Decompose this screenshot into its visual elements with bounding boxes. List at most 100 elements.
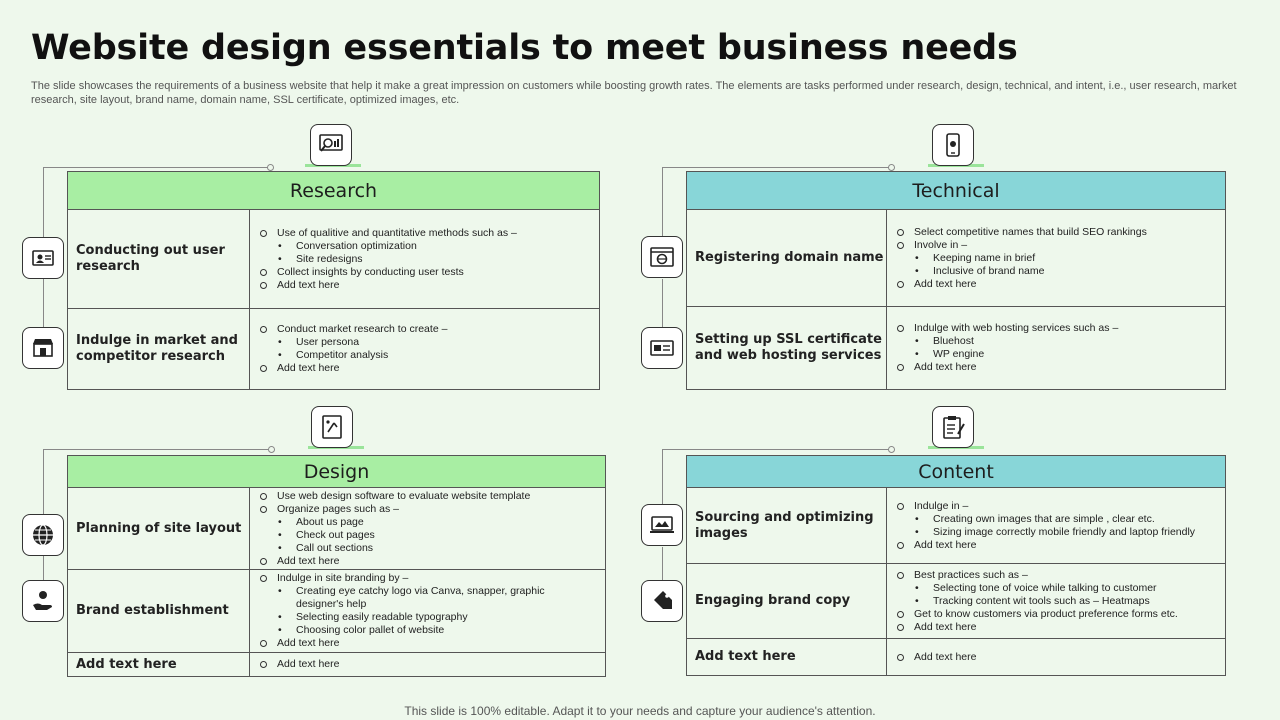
sub-bullet-item: WP engine xyxy=(895,348,1215,361)
bullet-item: Add text here xyxy=(258,279,589,292)
domain-web-icon xyxy=(641,236,683,278)
row-details: Add text here xyxy=(250,653,605,676)
row-label: Planning of site layout xyxy=(68,488,250,569)
sub-bullet-item: Inclusive of brand name xyxy=(895,265,1215,278)
sub-bullet-item: Keeping name in brief xyxy=(895,252,1215,265)
sub-bullet-item: Site redesigns xyxy=(258,253,589,266)
bullet-item: Add text here xyxy=(895,539,1215,552)
research-header: Research xyxy=(68,172,599,210)
design-tablet-icon xyxy=(311,406,353,448)
content-card: Content Sourcing and optimizing images I… xyxy=(686,455,1226,676)
sub-bullet-item: Selecting easily readable typography xyxy=(258,611,595,624)
sub-bullet-item: Check out pages xyxy=(258,529,595,542)
content-header: Content xyxy=(687,456,1225,488)
design-card: Design Planning of site layout Use web d… xyxy=(67,455,606,677)
connector-dot xyxy=(268,446,275,453)
sub-bullet-item: About us page xyxy=(258,516,595,529)
connector-line xyxy=(662,167,663,236)
table-row: Planning of site layout Use web design s… xyxy=(68,488,605,570)
ssl-certificate-icon xyxy=(641,327,683,369)
bullet-item: Add text here xyxy=(895,278,1215,291)
bullet-item: Add text here xyxy=(895,361,1215,374)
row-details: Indulge in –Creating own images that are… xyxy=(887,488,1225,563)
bullet-item: Indulge with web hosting services such a… xyxy=(895,322,1215,335)
sub-bullet-item: Call out sections xyxy=(258,542,595,555)
bullet-item: Use of qualitive and quantitative method… xyxy=(258,227,589,240)
table-row: Registering domain name Select competiti… xyxy=(687,210,1225,307)
sub-bullet-item: Bluehost xyxy=(895,335,1215,348)
image-laptop-icon xyxy=(641,504,683,546)
row-label: Brand establishment xyxy=(68,570,250,652)
table-row: Add text here Add text here xyxy=(687,639,1225,675)
bullet-item: Indulge in – xyxy=(895,500,1215,513)
table-row: Brand establishment Indulge in site bran… xyxy=(68,570,605,653)
research-icon xyxy=(310,124,352,166)
sub-bullet-item: User persona xyxy=(258,336,589,349)
row-label: Conducting out user research xyxy=(68,210,250,308)
bullet-item: Organize pages such as – xyxy=(258,503,595,516)
research-card: Research Conducting out user research Us… xyxy=(67,171,600,390)
footer-note: This slide is 100% editable. Adapt it to… xyxy=(404,704,876,718)
design-header: Design xyxy=(68,456,605,488)
brand-hand-icon xyxy=(22,580,64,622)
sub-bullet-item: Creating eye catchy logo via Canva, snap… xyxy=(258,585,595,611)
row-details: Indulge in site branding by –Creating ey… xyxy=(250,570,605,652)
row-details: Add text here xyxy=(887,639,1225,675)
mobile-phone-icon xyxy=(932,124,974,166)
table-row: Conducting out user research Use of qual… xyxy=(68,210,599,309)
connector-dot xyxy=(888,164,895,171)
connector-line xyxy=(43,167,271,168)
row-label: Registering domain name xyxy=(687,210,887,306)
row-label: Add text here xyxy=(687,639,887,675)
bullet-item: Add text here xyxy=(895,651,1215,664)
bullet-item: Collect insights by conducting user test… xyxy=(258,266,589,279)
page-subtitle: The slide showcases the requirements of … xyxy=(31,80,1237,106)
row-details: Indulge with web hosting services such a… xyxy=(887,307,1225,389)
table-row: Add text here Add text here xyxy=(68,653,605,676)
bullet-item: Add text here xyxy=(258,362,589,375)
table-row: Sourcing and optimizing images Indulge i… xyxy=(687,488,1225,564)
bullet-item: Add text here xyxy=(258,637,595,650)
sub-bullet-item: Creating own images that are simple , cl… xyxy=(895,513,1215,526)
brand-tag-icon xyxy=(641,580,683,622)
market-store-icon xyxy=(22,327,64,369)
bullet-item: Add text here xyxy=(258,555,595,568)
bullet-item: Conduct market research to create – xyxy=(258,323,589,336)
connector-dot xyxy=(888,446,895,453)
connector-line xyxy=(662,449,663,504)
row-label: Setting up SSL certificate and web hosti… xyxy=(687,307,887,389)
row-label: Add text here xyxy=(68,653,250,676)
sub-bullet-item: Selecting tone of voice while talking to… xyxy=(895,582,1215,595)
row-details: Use of qualitive and quantitative method… xyxy=(250,210,599,308)
bullet-item: Use web design software to evaluate webs… xyxy=(258,490,595,503)
globe-layout-icon xyxy=(22,514,64,556)
bullet-item: Select competitive names that build SEO … xyxy=(895,226,1215,239)
bullet-item: Indulge in site branding by – xyxy=(258,572,595,585)
content-clipboard-icon xyxy=(932,406,974,448)
sub-bullet-item: Sizing image correctly mobile friendly a… xyxy=(895,526,1215,539)
connector-line xyxy=(43,279,44,327)
table-row: Setting up SSL certificate and web hosti… xyxy=(687,307,1225,389)
connector-line xyxy=(43,167,44,237)
row-label: Indulge in market and competitor researc… xyxy=(68,309,250,389)
table-row: Indulge in market and competitor researc… xyxy=(68,309,599,389)
row-details: Conduct market research to create –User … xyxy=(250,309,599,389)
row-label: Engaging brand copy xyxy=(687,564,887,638)
sub-bullet-item: Choosing color pallet of website xyxy=(258,624,595,637)
sub-bullet-item: Tracking content wit tools such as – Hea… xyxy=(895,595,1215,608)
connector-line xyxy=(43,556,44,580)
row-details: Select competitive names that build SEO … xyxy=(887,210,1225,306)
technical-card: Technical Registering domain name Select… xyxy=(686,171,1226,390)
row-label: Sourcing and optimizing images xyxy=(687,488,887,563)
connector-line xyxy=(43,449,44,514)
bullet-item: Add text here xyxy=(258,658,595,671)
sub-bullet-item: Conversation optimization xyxy=(258,240,589,253)
technical-header: Technical xyxy=(687,172,1225,210)
connector-line xyxy=(662,167,892,168)
connector-dot xyxy=(267,164,274,171)
bullet-item: Involve in – xyxy=(895,239,1215,252)
bullet-item: Get to know customers via product prefer… xyxy=(895,608,1215,621)
user-research-icon xyxy=(22,237,64,279)
table-row: Engaging brand copy Best practices such … xyxy=(687,564,1225,639)
bullet-item: Best practices such as – xyxy=(895,569,1215,582)
